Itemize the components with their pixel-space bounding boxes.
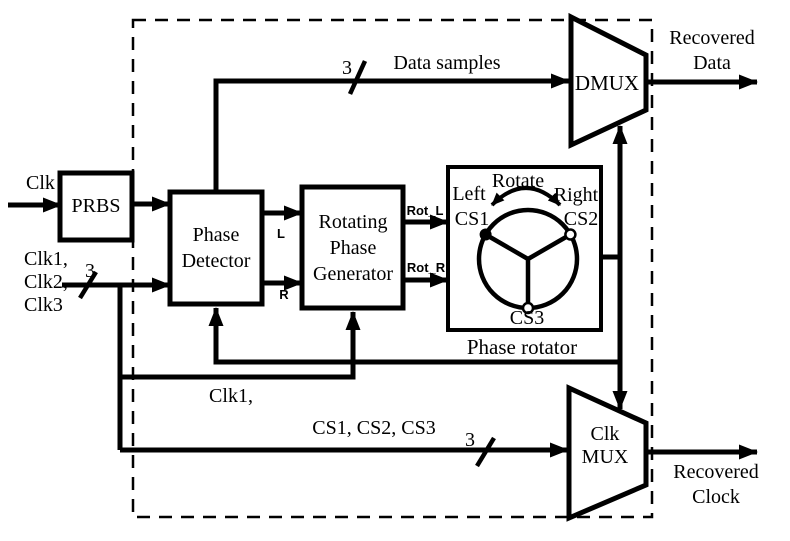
cs3-node [521, 301, 535, 315]
feedback-wire [208, 307, 620, 365]
cs3-label: CS3 [509, 307, 545, 329]
r-signal-label: R [279, 287, 289, 302]
phase-rotator-caption: Phase rotator [466, 335, 578, 359]
bus-width-cs-label: 3 [465, 429, 475, 451]
recovered-data-label: Recovered Data [669, 27, 755, 74]
dmux-block [568, 12, 649, 149]
rotate-left-label: Left [452, 183, 486, 205]
phase-detector-block [167, 189, 265, 307]
rotate-direction-arc [490, 186, 562, 207]
prbs-label: PRBS [71, 195, 121, 217]
cs-list-label: CS1, CS2, CS3 [312, 417, 436, 439]
clk1-feed-label: Clk1, [209, 385, 253, 407]
clk-group-label: Clk1, Clk2, Clk3 [24, 248, 68, 317]
rot-l-label: Rot_L [406, 203, 444, 218]
clk-mux-block [566, 384, 649, 522]
rotator-spokes [484, 232, 572, 308]
phase-detector-label: Phase Detector [181, 224, 251, 272]
rotate-label: Rotate [491, 170, 545, 192]
rotate-right-label: Right [553, 184, 599, 206]
clk2-line: Clk2, [24, 271, 68, 293]
clk-mux-label: Clk MUX [581, 423, 629, 468]
cs2-label: CS2 [563, 208, 599, 230]
clk1-line: Clk1, [24, 248, 68, 270]
bus-slash-clk [78, 270, 98, 300]
rotating-phase-generator-block [299, 184, 406, 311]
clk-input-label: Clk [26, 172, 55, 194]
dmux-label: DMUX [574, 71, 640, 95]
rotating-phase-generator-label: Rotating Phase Generator [313, 211, 393, 285]
cs1-node [479, 228, 492, 241]
clk1-feed-wire [120, 311, 361, 380]
bus-width-clk-label: 3 [85, 260, 95, 282]
chip-boundary [131, 18, 654, 519]
rot-r-label: Rot_R [406, 260, 446, 275]
cs1-label: CS1 [454, 208, 490, 230]
bus-slash-data [347, 60, 368, 95]
cs2-node [564, 228, 577, 241]
prbs-block [57, 170, 135, 243]
data-samples-wire [213, 73, 570, 192]
l-signal-label: L [277, 226, 285, 241]
clk3-line: Clk3 [24, 294, 63, 316]
recovered-clock-label: Recovered Clock [673, 461, 759, 508]
bus-width-data-label: 3 [342, 57, 352, 79]
bus-slash-cs [475, 436, 496, 468]
data-samples-label: Data samples [393, 52, 501, 74]
